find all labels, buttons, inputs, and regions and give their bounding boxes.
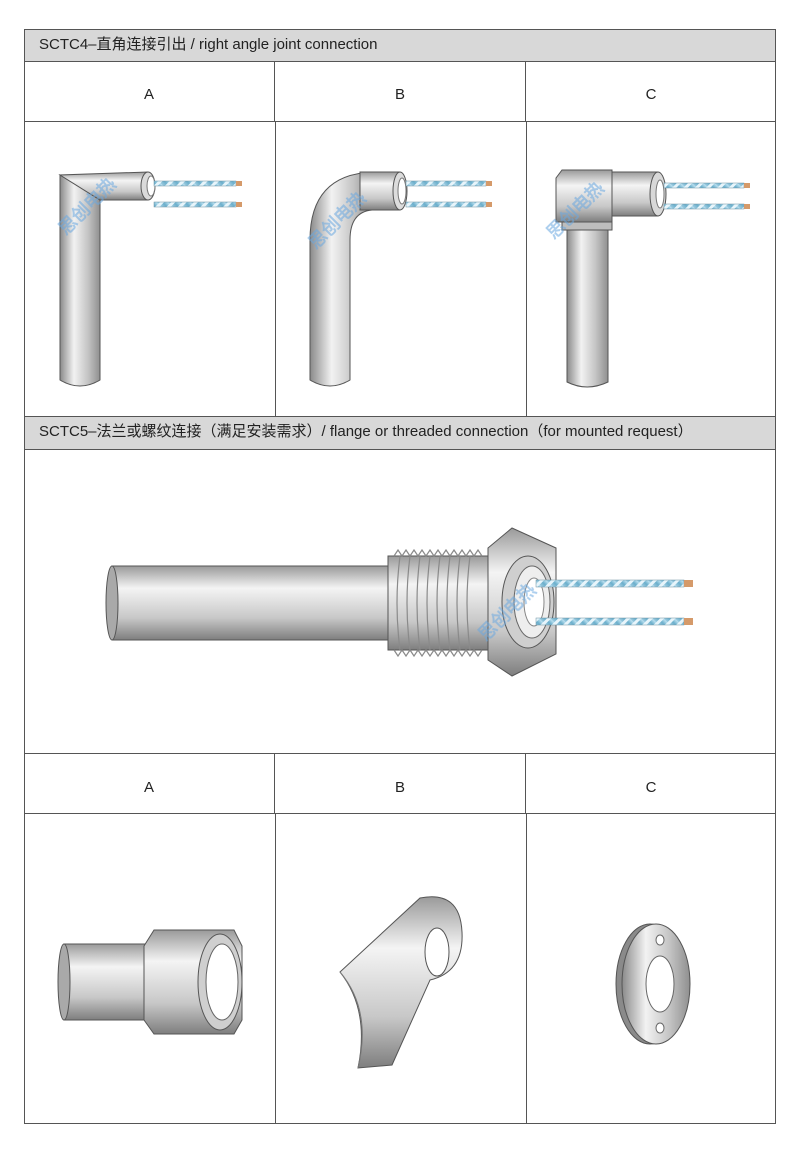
washer-illustration	[615, 923, 691, 1045]
section5-title: SCTC5–法兰或螺纹连接（满足安装需求）/ flange or threade…	[24, 416, 776, 450]
section5-label-c: C	[526, 754, 776, 814]
divider	[526, 814, 527, 1124]
section4-title: SCTC4–直角连接引出 / right angle joint connect…	[24, 29, 776, 62]
elbow-b-illustration	[309, 171, 492, 387]
divider	[275, 814, 276, 1124]
elbow-c-illustration	[555, 169, 750, 388]
section4-label-b: B	[275, 62, 526, 122]
divider	[275, 122, 276, 416]
tab-flange-illustration	[339, 896, 463, 1069]
section4-label-a: A	[24, 62, 275, 122]
hex-fitting-illustration	[57, 929, 243, 1035]
threaded-heater-illustration	[105, 527, 693, 677]
elbow-a-illustration	[58, 171, 242, 387]
section5-label-a: A	[24, 754, 275, 814]
section5-label-b: B	[275, 754, 526, 814]
divider	[24, 753, 776, 754]
section4-label-c: C	[526, 62, 776, 122]
divider	[526, 122, 527, 416]
